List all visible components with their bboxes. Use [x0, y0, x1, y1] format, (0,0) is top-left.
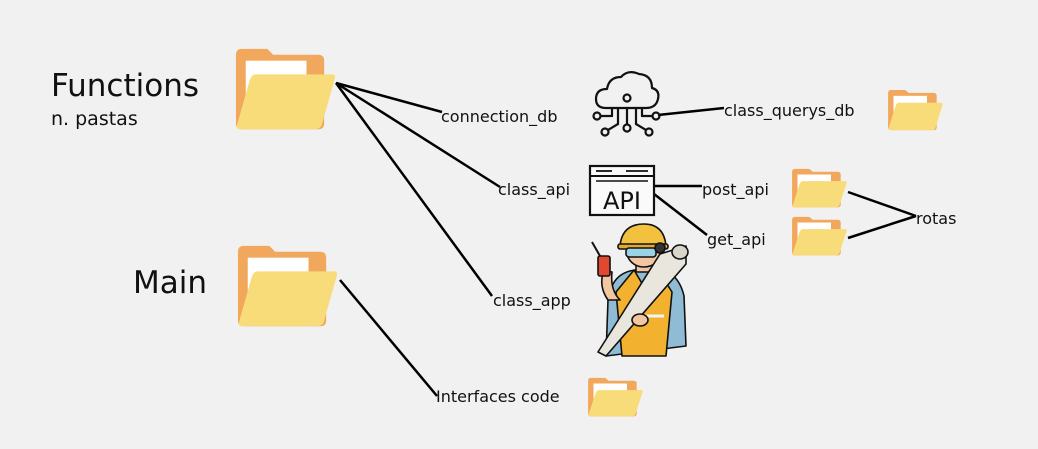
line-api-get — [653, 193, 708, 236]
engineer-illustration — [591, 223, 689, 357]
line-cloud-querys-db — [657, 106, 725, 117]
node-post-api: post_api — [702, 180, 769, 200]
line-functions-class-api — [335, 81, 501, 189]
folder-post-api-icon — [792, 168, 847, 208]
line-functions-class-app — [334, 82, 494, 297]
node-class-querys-db: class_querys_db — [724, 101, 855, 121]
line-main-interfaces — [339, 279, 438, 397]
folder-functions-icon — [235, 48, 336, 130]
node-class-app: class_app — [493, 291, 571, 311]
node-class-api: class_api — [498, 180, 570, 200]
cloud-network-icon — [592, 70, 661, 137]
line-get-rotas — [847, 214, 917, 240]
node-connection-db: connection_db — [441, 107, 557, 127]
node-interfaces-code: Interfaces code — [436, 387, 560, 406]
line-functions-connection-db — [335, 81, 443, 114]
connector-lines — [334, 81, 917, 397]
api-window-icon: API — [588, 164, 656, 217]
folder-main-icon — [237, 245, 338, 327]
main-title: Main — [133, 265, 207, 301]
folder-interfaces-icon — [588, 377, 643, 417]
folder-querys-db-icon — [888, 89, 943, 131]
node-rotas: rotas — [916, 209, 956, 228]
folder-get-api-icon — [792, 216, 847, 256]
functions-title: Functions — [51, 68, 199, 104]
line-post-rotas — [847, 190, 917, 218]
functions-subtitle: n. pastas — [51, 108, 138, 130]
node-get-api: get_api — [707, 230, 766, 250]
api-badge-text: API — [603, 187, 641, 215]
